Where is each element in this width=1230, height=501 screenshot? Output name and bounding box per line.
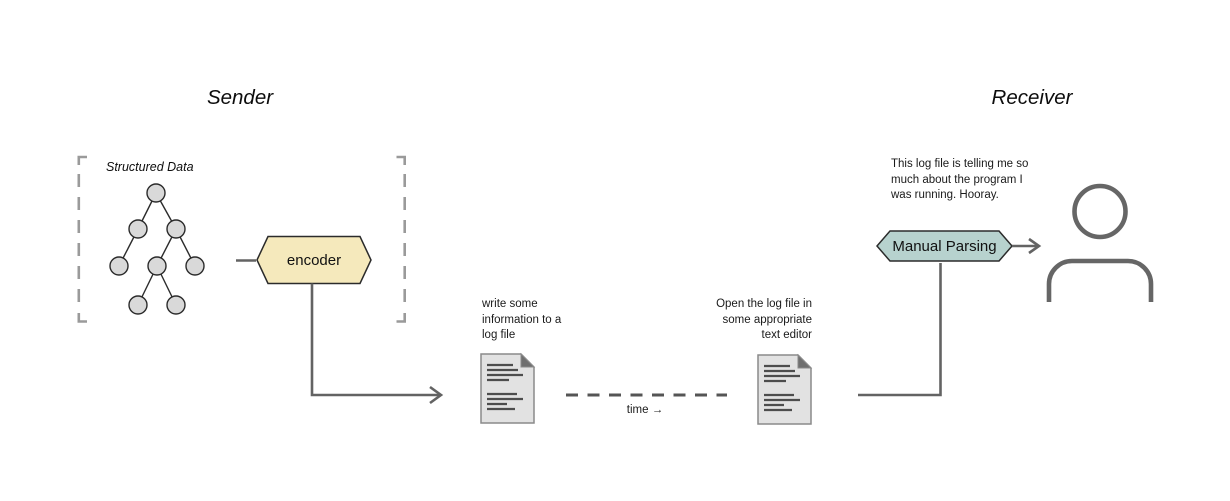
write-log-note: write some information to a log file bbox=[482, 298, 562, 341]
logfile-to-parsing-line bbox=[858, 263, 942, 397]
receiver-title: Receiver bbox=[991, 86, 1073, 109]
time-axis-label: time → bbox=[626, 404, 664, 416]
receiver-thought-text: This log file is telling me so much abou… bbox=[891, 158, 1029, 201]
encoder-label: encoder bbox=[286, 251, 342, 269]
sender-title: Sender bbox=[206, 86, 274, 109]
parsing-to-person-arrow bbox=[1012, 237, 1042, 255]
log-file-icon-left bbox=[480, 352, 536, 424]
manual-parsing-label: Manual Parsing bbox=[892, 237, 997, 255]
log-file-icon-right bbox=[757, 353, 813, 425]
open-log-note: Open the log file in some appropriate te… bbox=[716, 298, 812, 341]
person-icon bbox=[1046, 183, 1154, 302]
encoder-hexagon bbox=[256, 235, 372, 285]
structured-data-tree-icon bbox=[109, 183, 205, 315]
sender-bracket-left-icon bbox=[77, 155, 87, 323]
encoder-to-logfile-arrow bbox=[310, 283, 444, 405]
sender-bracket-right-icon bbox=[396, 155, 407, 323]
structured-data-label: Structured Data bbox=[106, 160, 194, 174]
